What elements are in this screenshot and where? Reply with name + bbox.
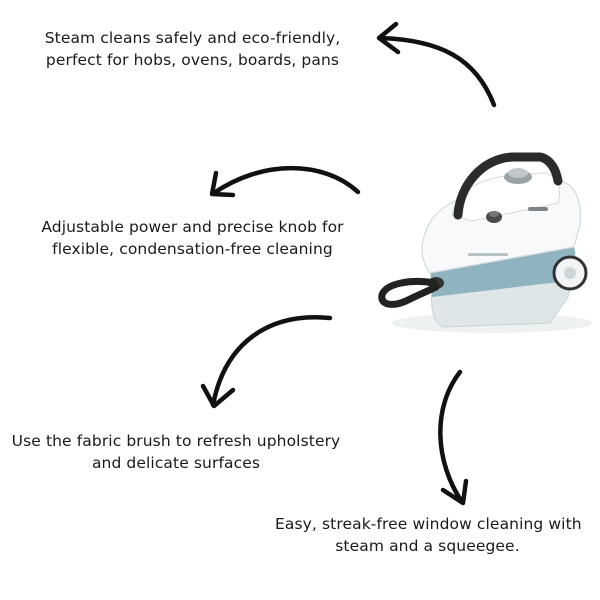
curved-arrow-icon (209, 165, 361, 198)
caption-line: Use the fabric brush to refresh upholste… (11, 432, 341, 450)
feature-caption-fabric-brush: Use the fabric brush to refresh upholste… (0, 430, 352, 474)
curved-arrow-icon (438, 369, 469, 506)
caption-line: flexible, condensation-free cleaning (52, 240, 333, 258)
caption-line: steam and a squeegee. (335, 537, 520, 555)
feature-caption-eco-steam: Steam cleans safely and eco-friendly, pe… (20, 27, 365, 71)
feature-caption-window-cleaning: Easy, streak-free window cleaning with s… (275, 513, 582, 557)
caption-line: Adjustable power and precise knob for (41, 218, 344, 236)
feature-caption-adjustable-power: Adjustable power and precise knob for fl… (20, 216, 365, 260)
caption-line: perfect for hobs, ovens, boards, pans (45, 51, 340, 69)
steam-cleaner-image (378, 152, 592, 333)
caption-line: Steam cleans safely and eco-friendly, (44, 29, 341, 47)
curved-arrow-icon (376, 21, 497, 108)
curved-arrow-icon (200, 315, 333, 409)
caption-line: and delicate surfaces (91, 454, 261, 472)
caption-line: Easy, streak-free window cleaning with (275, 515, 582, 533)
